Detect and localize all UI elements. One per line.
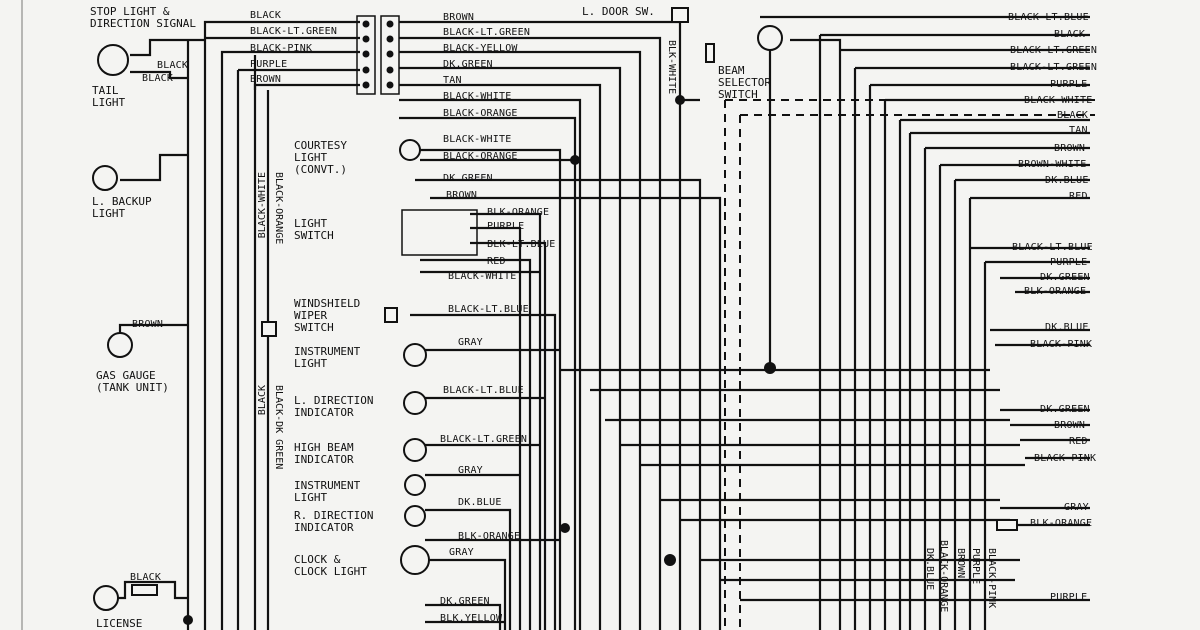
wire-label: DK.GREEN — [440, 596, 490, 607]
wire-label: BLACK — [157, 60, 189, 71]
wire-label: PURPLE — [250, 59, 288, 70]
wire-label: BLACK — [130, 572, 162, 583]
wire-label: BLK-ORANGE — [1024, 286, 1087, 297]
wire-label: BROWN — [443, 12, 475, 23]
wire-label: BLACK-WHITE — [443, 134, 512, 145]
wire-label: BLACK-YELLOW — [443, 43, 518, 54]
wire-label: BROWN — [250, 74, 282, 85]
wire-label: BLACK-LT.BLUE — [443, 385, 524, 396]
wire-label: DK.BLUE — [1045, 175, 1089, 186]
wire-label: BROWN — [132, 319, 164, 330]
beam-selector-label: BEAM SELECTOR SWITCH — [718, 64, 771, 101]
license-label: LICENSE — [96, 617, 143, 630]
wire-label: BLACK-PINK — [986, 548, 997, 609]
wire-label: BLACK — [142, 73, 174, 84]
wire-label: BLK-WHITE — [666, 40, 677, 95]
door-switch-label: L. DOOR SW. — [582, 5, 655, 18]
wire-label: DK.BLUE — [458, 497, 502, 508]
wire-label: GRAY — [458, 337, 483, 348]
wire-label: BROWN — [1054, 420, 1086, 431]
wire-label: DK.GREEN — [443, 59, 493, 70]
wire-label: BLACK — [250, 10, 282, 21]
light-switch-label: LIGHT SWITCH — [294, 217, 334, 242]
wire-label: BLK-LT.BLUE — [487, 239, 556, 250]
wire-label: BLACK-WHITE — [443, 91, 512, 102]
wire-label: TAN — [1069, 125, 1088, 136]
wire-label: BLK-ORANGE — [458, 531, 521, 542]
wire-label: BROWN-WHITE — [1018, 159, 1087, 170]
wire-label: BLACK-LT.GREEN — [1010, 62, 1098, 73]
wire-label: PURPLE — [1050, 257, 1088, 268]
wire-label: BLACK-PINK — [250, 43, 313, 54]
wire-label: GRAY — [449, 547, 474, 558]
wire-label: TAN — [443, 75, 462, 86]
wire-label: DK.BLUE — [924, 548, 935, 591]
instrument-light-2-label: INSTRUMENT LIGHT — [294, 479, 361, 504]
wire-label: BLK-ORANGE — [1030, 518, 1093, 529]
wire-label: BLACK-WHITE — [1024, 95, 1093, 106]
wire-label: DK.BLUE — [1045, 322, 1089, 333]
clock-label: CLOCK & CLOCK LIGHT — [294, 553, 367, 578]
wire-label: BLACK — [1057, 110, 1089, 121]
wire-label: BLK.YELLOW — [440, 613, 503, 624]
tail-light-label: TAIL LIGHT — [92, 84, 126, 109]
wire-label: BLACK-LT.GREEN — [250, 26, 338, 37]
backup-light-label: L. BACKUP LIGHT — [92, 195, 152, 220]
wire-label: GRAY — [1064, 502, 1089, 513]
wire-label: BLACK-WHITE — [448, 271, 517, 282]
wire-label: RED — [487, 256, 506, 267]
wire-label: GRAY — [458, 465, 483, 476]
r-direction-label: R. DIRECTION INDICATOR — [294, 509, 374, 534]
wire-label: DK.GREEN — [1040, 404, 1090, 415]
wire-label: PURPLE — [1050, 592, 1088, 603]
wire-label: PURPLE — [970, 548, 981, 585]
wire-label: RED — [1069, 191, 1088, 202]
wire-label: BLACK-WHITE — [257, 172, 268, 239]
wire-label: BLACK-ORANGE — [443, 108, 518, 119]
wire-label: BLACK-LT.GREEN — [443, 27, 531, 38]
gas-gauge-label: GAS GAUGE (TANK UNIT) — [96, 369, 169, 394]
wire-label: BROWN — [1054, 143, 1086, 154]
l-direction-label: L. DIRECTION INDICATOR — [294, 394, 374, 419]
wire-label: BLACK-LT.BLUE — [1008, 12, 1089, 23]
wire-label: BLACK-PINK — [1034, 453, 1097, 464]
wiper-switch-label: WINDSHIELD WIPER SWITCH — [294, 297, 361, 334]
wire-label: DK.GREEN — [443, 173, 493, 184]
wire-label: DK.GREEN — [1040, 272, 1090, 283]
wire-label: BLACK-ORANGE — [443, 151, 518, 162]
wire-label: BROWN — [446, 190, 478, 201]
wire-label: BLACK-LT.GREEN — [1010, 45, 1098, 56]
wire-label: BLACK-PINK — [1030, 339, 1093, 350]
wire-label: BLACK-ORANGE — [273, 172, 284, 245]
wire-label: PURPLE — [1050, 79, 1088, 90]
high-beam-label: HIGH BEAM INDICATOR — [294, 441, 354, 466]
wire-label: BROWN — [955, 548, 966, 579]
wire-label: BLACK-LT.BLUE — [448, 304, 529, 315]
stop-light-label: STOP LIGHT & DIRECTION SIGNAL — [90, 5, 196, 30]
wire-label: BLACK — [1054, 29, 1086, 40]
wire-label: PURPLE — [487, 221, 525, 232]
wire-label: BLACK-ORANGE — [938, 540, 949, 613]
courtesy-light-label: COURTESY LIGHT (CONVT.) — [294, 139, 347, 176]
wire-label: BLACK — [257, 385, 268, 416]
wire-label: BLACK-LT.BLUE — [1012, 242, 1093, 253]
wire-label: BLACK-DK GREEN — [273, 385, 284, 470]
instrument-light-1-label: INSTRUMENT LIGHT — [294, 345, 361, 370]
wire-label: BLACK-LT.GREEN — [440, 434, 528, 445]
wire-label: BLK-ORANGE — [487, 207, 550, 218]
wire-label: RED — [1069, 436, 1088, 447]
